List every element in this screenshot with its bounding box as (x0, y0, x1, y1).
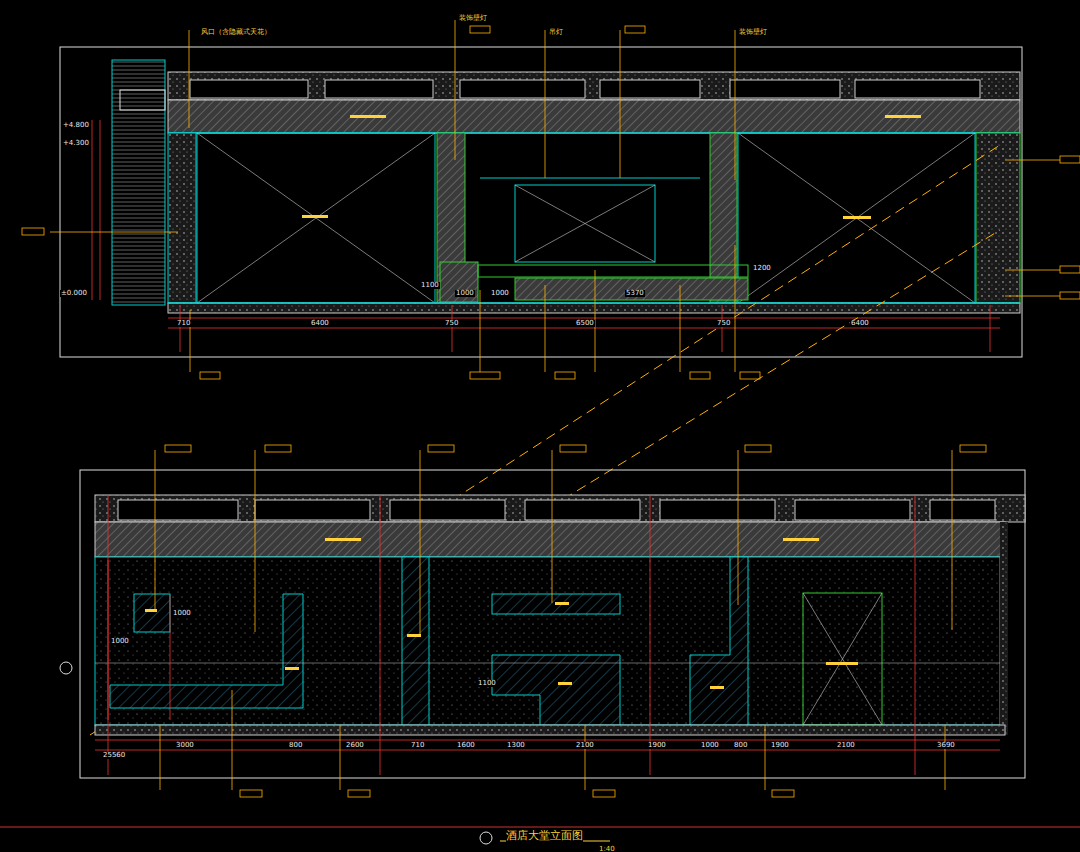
dimension-text: 1000 (172, 610, 192, 617)
dimension-text: 1600 (456, 742, 476, 749)
dimension-text: 1200 (752, 265, 772, 272)
dimension-text: 5370 (625, 290, 645, 297)
dimension-text: 2600 (345, 742, 365, 749)
dimension-text: 800 (288, 742, 303, 749)
dimension-text: 3000 (175, 742, 195, 749)
callout-note: 吊灯 (548, 29, 564, 36)
dimension-text: 1100 (420, 282, 440, 289)
dimension-text: 1100 (477, 680, 497, 687)
dimension-text: +4.800 (62, 122, 90, 129)
drawing-title: 酒店大堂立面图 (506, 828, 583, 843)
dimension-text: 6400 (850, 320, 870, 327)
dimension-text: 3690 (936, 742, 956, 749)
dimension-text: 1000 (455, 290, 475, 297)
callout-note: 装饰壁灯 (458, 15, 488, 22)
callout-note: 装饰壁灯 (738, 29, 768, 36)
dimension-text: 1:40 (598, 846, 616, 852)
dimension-text: 710 (410, 742, 425, 749)
dimension-text: ±0.000 (60, 290, 88, 297)
dimension-text: 1000 (700, 742, 720, 749)
dimension-text: 6500 (575, 320, 595, 327)
dimension-text: +4.300 (62, 140, 90, 147)
dimension-text: 1900 (647, 742, 667, 749)
dimension-text: 2100 (836, 742, 856, 749)
callout-note: 风口（含隐藏式天花） (200, 29, 272, 36)
dimension-text: 750 (444, 320, 459, 327)
dimension-text: 25560 (102, 752, 126, 759)
dimension-text: 1000 (490, 290, 510, 297)
dimension-text: 800 (733, 742, 748, 749)
dimension-text: 6400 (310, 320, 330, 327)
dimension-text: 2100 (575, 742, 595, 749)
dimension-text: 710 (176, 320, 191, 327)
dimension-text: 1900 (770, 742, 790, 749)
dimension-text: 1000 (110, 638, 130, 645)
dimension-text: 750 (716, 320, 731, 327)
dimension-text: 1300 (506, 742, 526, 749)
